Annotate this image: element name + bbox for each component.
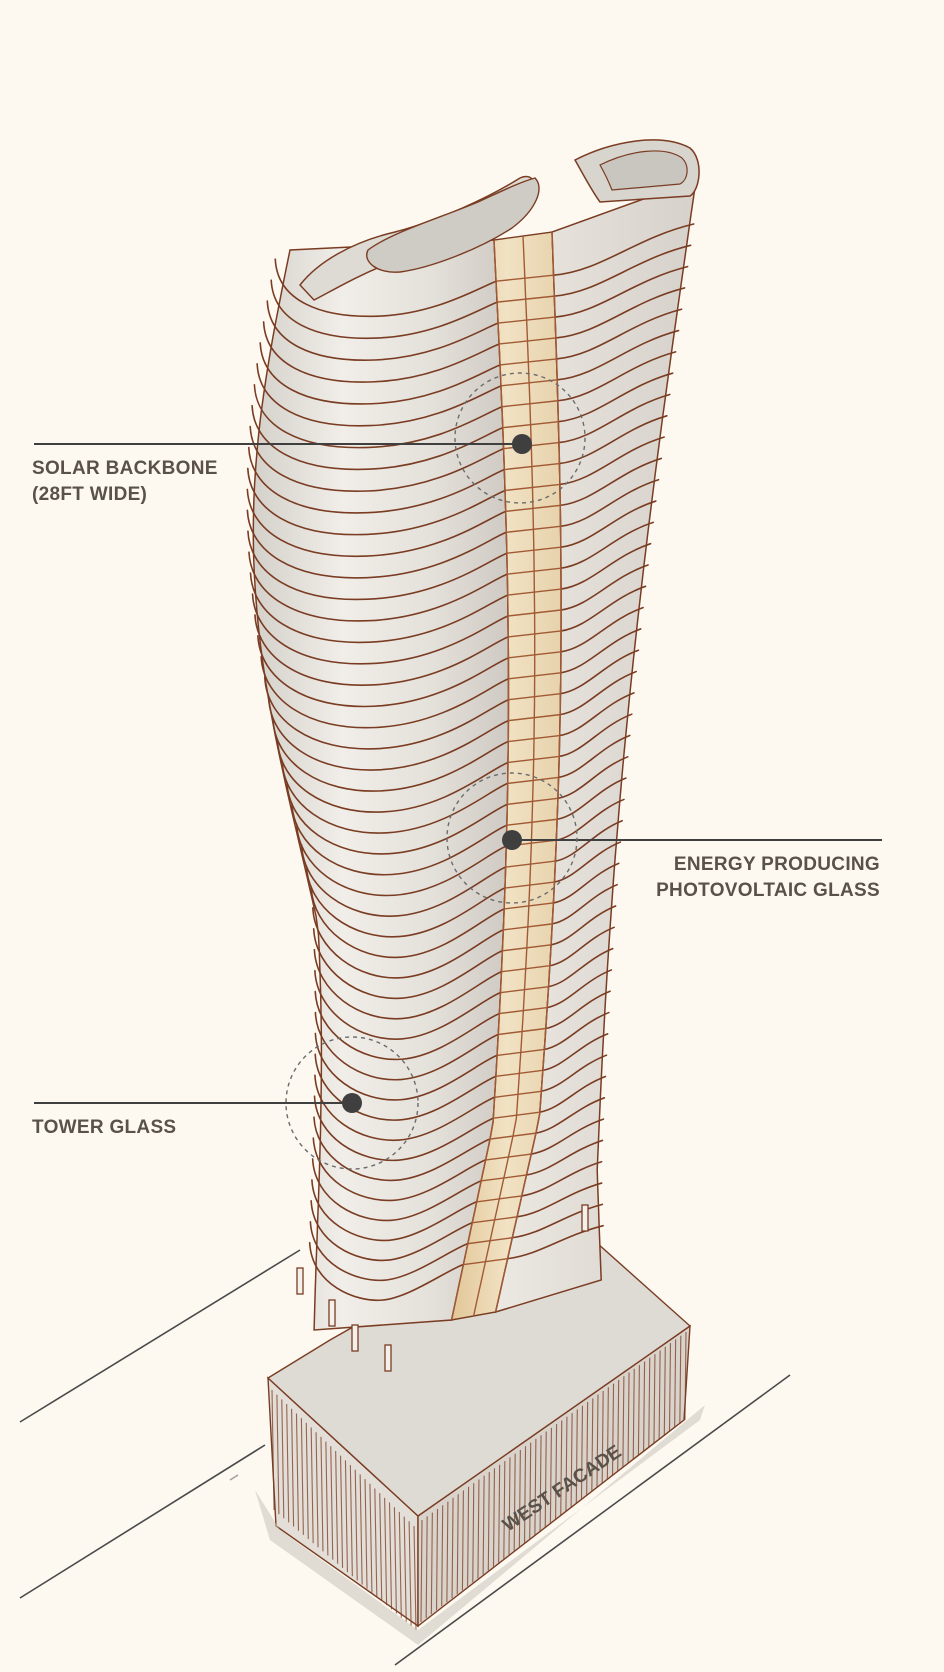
marker-dot-icon <box>342 1093 362 1113</box>
marker-dot-icon <box>502 830 522 850</box>
label-solar-backbone: SOLAR BACKBONE (28FT WIDE) <box>32 456 218 508</box>
podium-column <box>352 1325 358 1351</box>
marker-dot-icon <box>512 434 532 454</box>
label-line: (28FT WIDE) <box>32 482 218 508</box>
label-photovoltaic-glass: ENERGY PRODUCING PHOTOVOLTAIC GLASS <box>656 852 880 904</box>
podium-column <box>385 1345 391 1371</box>
podium-column <box>297 1268 303 1294</box>
podium-column <box>582 1205 588 1231</box>
label-line: TOWER GLASS <box>32 1115 176 1141</box>
label-line: PHOTOVOLTAIC GLASS <box>656 878 880 904</box>
street-line-lower <box>20 1445 265 1598</box>
tower-body <box>247 180 696 1371</box>
label-line: SOLAR BACKBONE <box>32 456 218 482</box>
podium-column <box>329 1300 335 1326</box>
label-tower-glass: TOWER GLASS <box>32 1115 176 1141</box>
label-line: ENERGY PRODUCING <box>656 852 880 878</box>
street-line-upper <box>20 1250 300 1422</box>
street-line-front-2 <box>230 1475 238 1480</box>
